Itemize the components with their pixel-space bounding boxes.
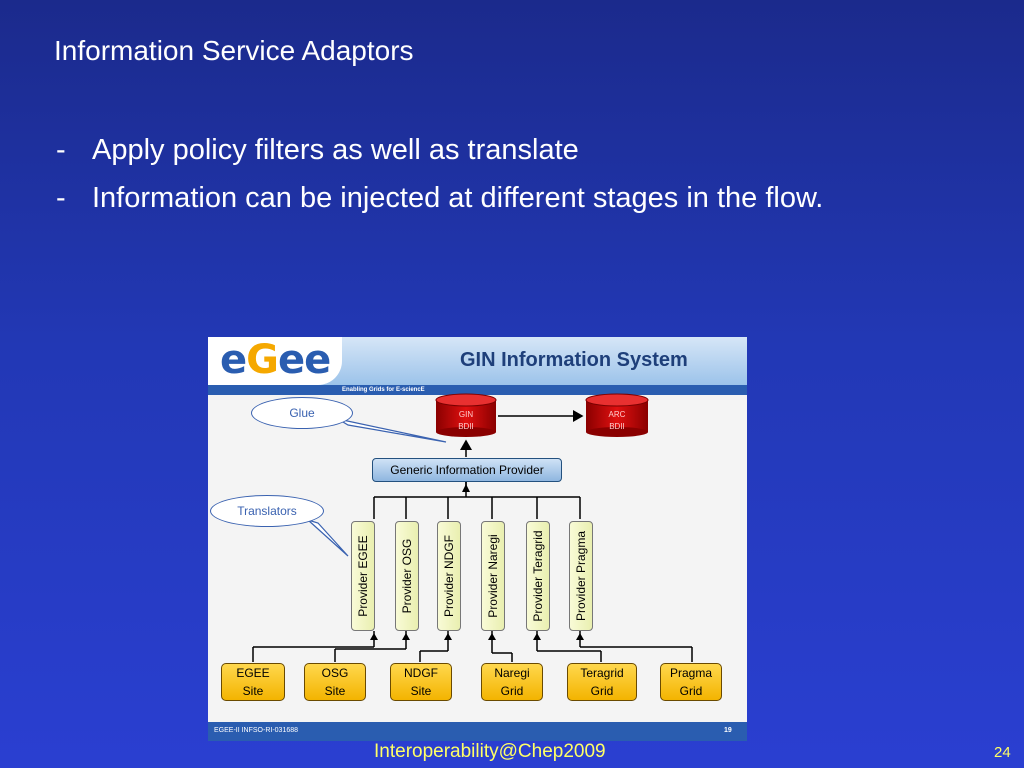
bullet-text: Information can be injected at different… xyxy=(92,182,824,214)
provider-ndgf: Provider NDGF xyxy=(437,521,461,631)
gin-diagram-figure: eGee GIN Information System Enabling Gri… xyxy=(208,337,747,741)
figure-footer-ref: EGEE-II INFSO-RI-031688 xyxy=(214,727,299,734)
bullet-dash: - xyxy=(56,134,66,166)
glue-callout: Glue xyxy=(251,397,353,429)
slide-page-number: 24 xyxy=(994,744,1011,761)
figure-header: eGee GIN Information System xyxy=(208,337,747,385)
provider-osg: Provider OSG xyxy=(395,521,419,631)
provider-teragrid: Provider Teragrid xyxy=(526,521,550,631)
egee-logo-text: eGee xyxy=(220,337,331,383)
gin-bdii-database xyxy=(435,393,497,437)
figure-tagline: Enabling Grids for E-sciencE xyxy=(342,387,425,393)
generic-information-provider: Generic Information Provider xyxy=(372,458,562,482)
diagram-connectors xyxy=(252,393,693,662)
slide-title: Information Service Adaptors xyxy=(54,35,414,66)
translators-callout: Translators xyxy=(210,495,324,527)
bullet-item: - Apply policy filters as well as transl… xyxy=(56,130,916,171)
bullet-dash: - xyxy=(56,182,66,214)
figure-title: GIN Information System xyxy=(460,349,688,371)
provider-naregi: Provider Naregi xyxy=(481,521,505,631)
arc-bdii-database xyxy=(585,393,649,437)
provider-pragma: Provider Pragma xyxy=(569,521,593,631)
bullet-item: - Information can be injected at differe… xyxy=(56,178,916,219)
figure-footer: EGEE-II INFSO-RI-031688 19 xyxy=(208,722,747,741)
bullet-text: Apply policy filters as well as translat… xyxy=(92,134,579,166)
slide-footer-text: Interoperability@Chep2009 xyxy=(374,741,606,762)
translators-callout-tail xyxy=(307,519,349,557)
figure-band xyxy=(208,385,747,395)
egee-logo: eGee xyxy=(208,337,342,385)
figure-footer-page: 19 xyxy=(724,727,732,734)
provider-egee: Provider EGEE xyxy=(351,521,375,631)
